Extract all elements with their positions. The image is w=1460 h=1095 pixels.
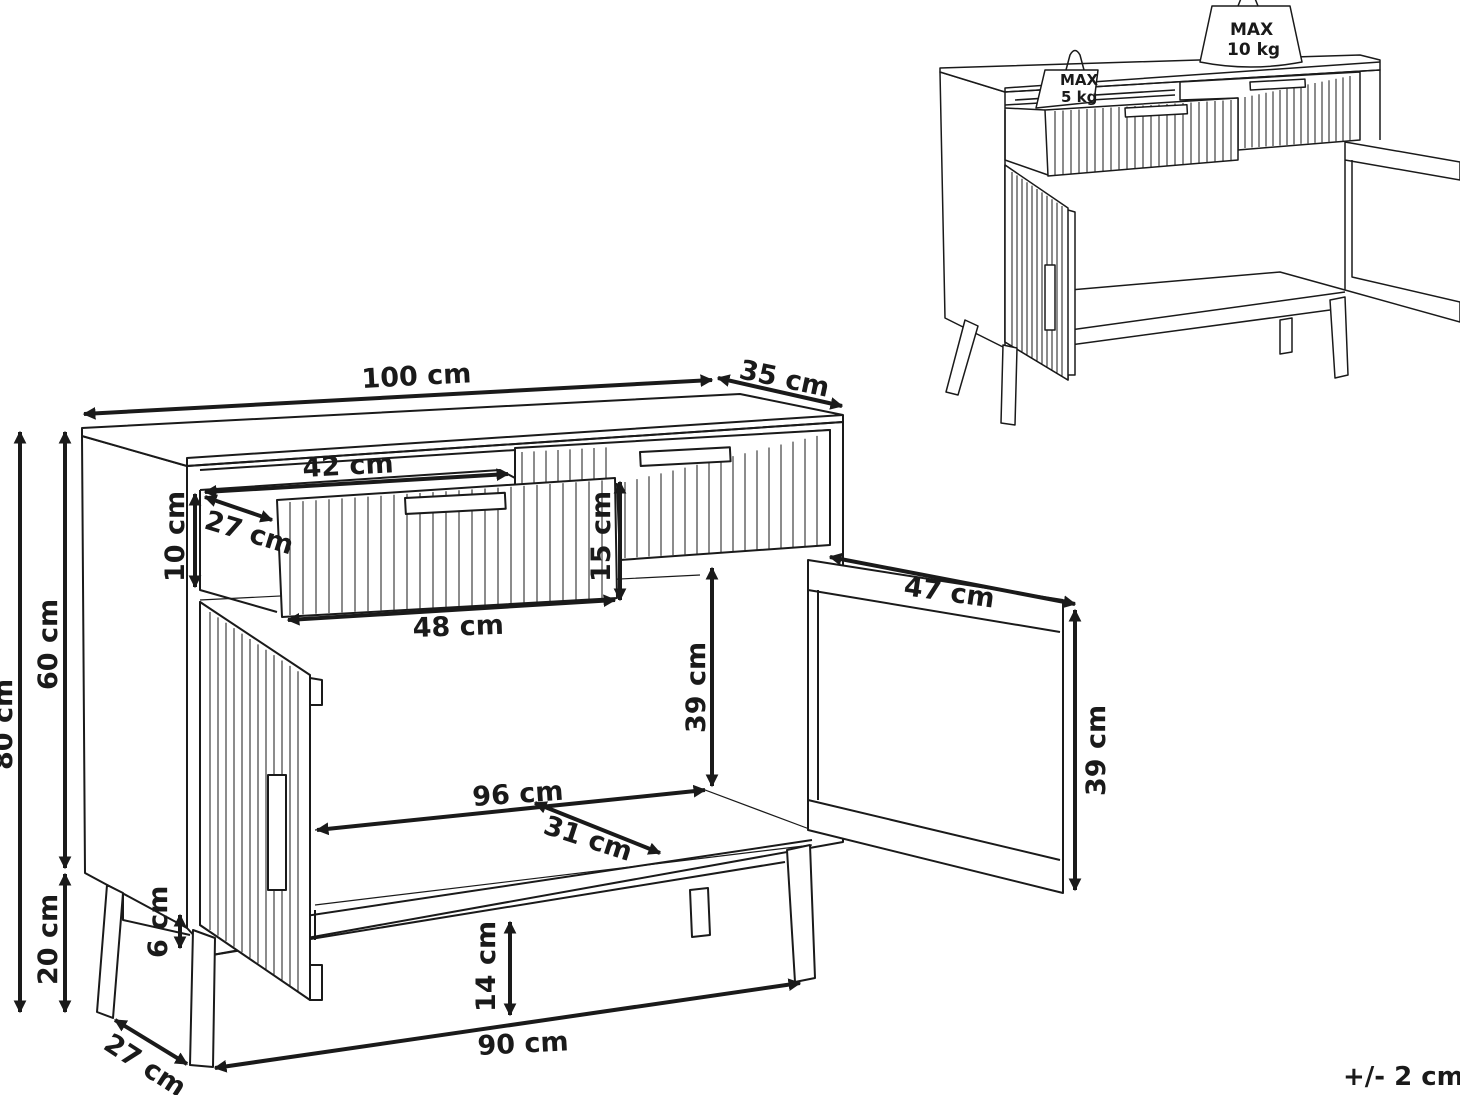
- label-total-height: 80 cm: [0, 679, 19, 770]
- drawer-max-value: 5 kg: [1061, 88, 1097, 106]
- left-door-open: [199, 601, 323, 1001]
- drawer-weight-badge: MAX 5 kg: [1035, 49, 1099, 109]
- label-drawer-inner-height: 10 cm: [160, 491, 191, 582]
- dimension-lines: [13, 374, 1082, 1073]
- label-drawer-front-height: 15 cm: [586, 491, 617, 582]
- drawer-max-label: MAX: [1060, 71, 1099, 89]
- left-door-handle: [267, 774, 287, 891]
- label-leg-height: 20 cm: [33, 894, 64, 985]
- weight-capacity-illustration: MAX 5 kg MAX 10 kg: [939, 0, 1460, 426]
- label-cabinet-inner-depth: 31 cm: [540, 810, 636, 868]
- top-max-value: 10 kg: [1227, 40, 1280, 60]
- label-body-height: 60 cm: [33, 599, 64, 690]
- main-cabinet-drawing: [81, 393, 1064, 1068]
- label-cabinet-inner-width: 96 cm: [471, 776, 564, 813]
- label-leg-inset: 6 cm: [143, 886, 174, 958]
- top-weight-badge: MAX 10 kg: [1199, 0, 1303, 68]
- label-cabinet-inner-height: 39 cm: [681, 642, 712, 733]
- label-door-height: 39 cm: [1081, 705, 1112, 796]
- right-door-open: [807, 559, 1064, 894]
- right-drawer-handle: [639, 446, 732, 467]
- label-total-width: 100 cm: [361, 358, 472, 395]
- label-drawer-inner-width: 42 cm: [302, 448, 395, 484]
- label-leg-span-width: 90 cm: [477, 1026, 570, 1062]
- top-max-label: MAX: [1230, 20, 1273, 40]
- label-floor-clearance: 14 cm: [471, 921, 502, 1012]
- cabinet-legs: [96, 844, 816, 1068]
- label-drawer-front-width: 48 cm: [412, 610, 504, 644]
- tolerance-note: +/- 2 cm: [1343, 1062, 1460, 1092]
